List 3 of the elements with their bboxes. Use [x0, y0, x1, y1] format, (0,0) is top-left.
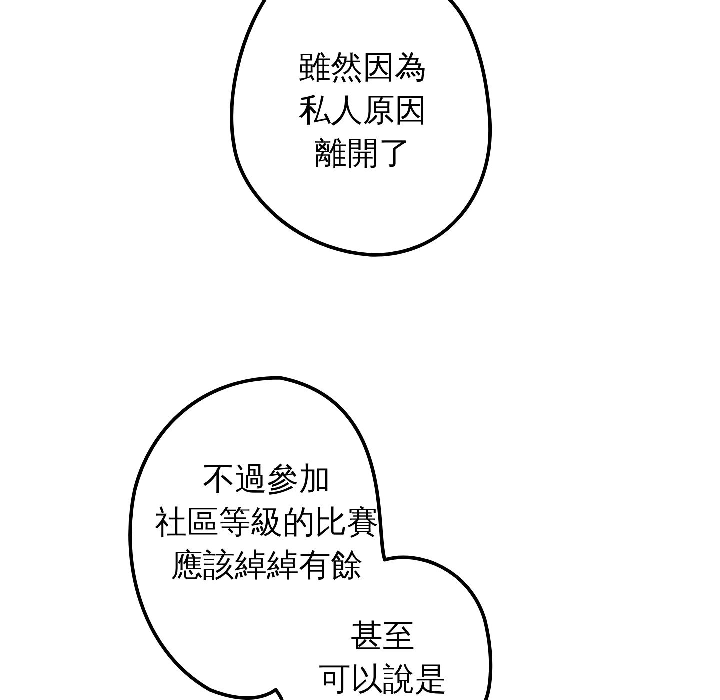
- dialogue-text: 雖然因為私人原因離開了: [298, 47, 428, 174]
- dialogue-text: 甚至可以說是: [318, 616, 448, 700]
- dialogue-text: 不過參加社區等級的比賽應該綽綽有餘: [154, 459, 380, 586]
